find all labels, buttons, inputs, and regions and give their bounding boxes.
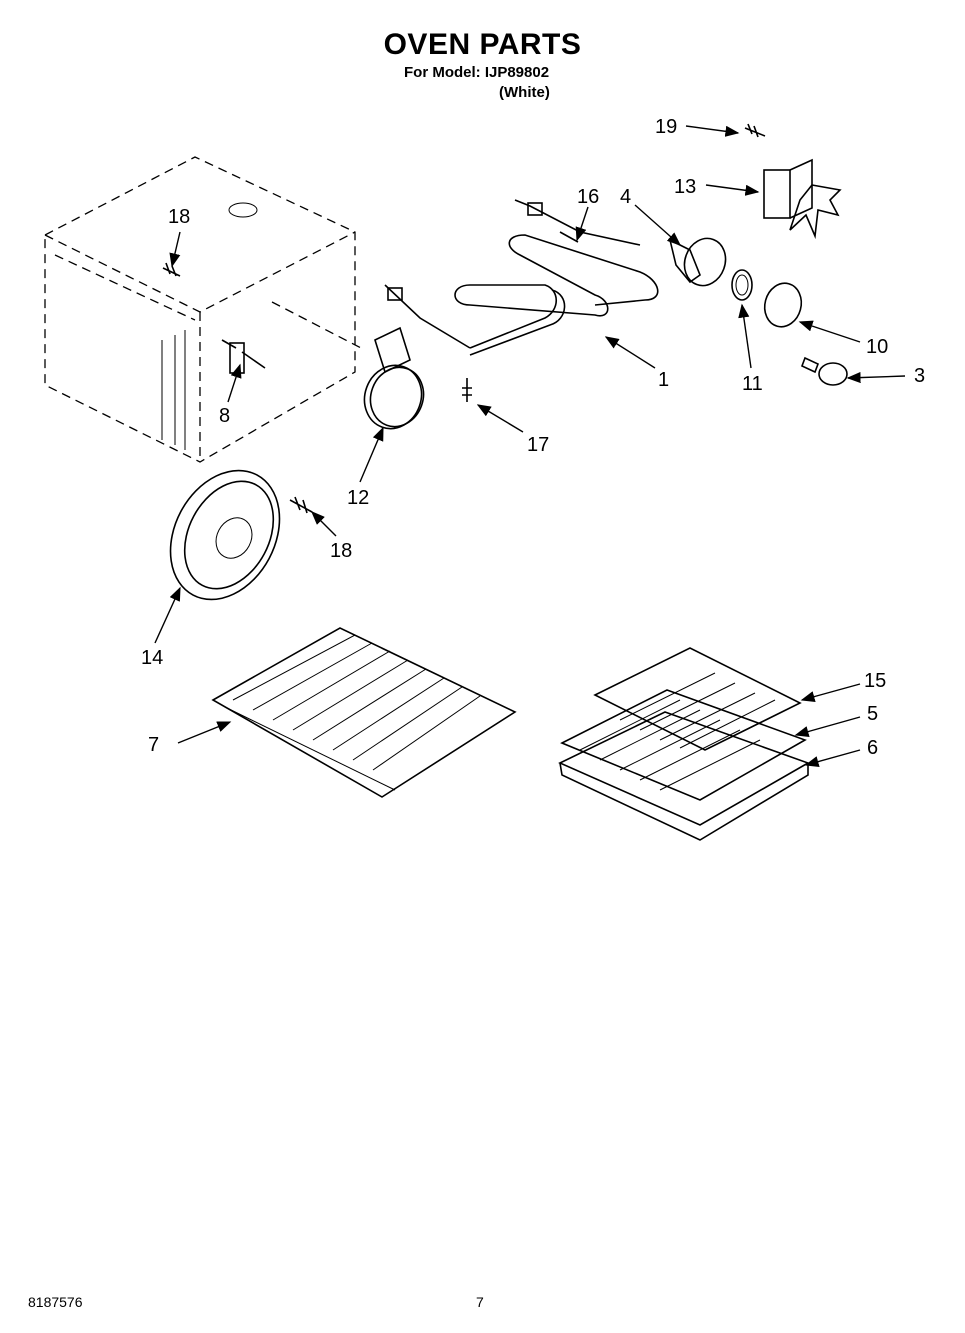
callout-10: 10 — [866, 336, 888, 358]
document-number: 8187576 — [28, 1294, 83, 1310]
callout-5: 5 — [867, 703, 878, 725]
color-line: (White) — [499, 84, 550, 101]
callout-15: 15 — [864, 670, 886, 692]
callout-7: 7 — [148, 734, 159, 756]
part-3-bulb — [800, 356, 848, 386]
part-7-oven-rack — [211, 627, 517, 798]
callout-13: 13 — [674, 176, 696, 198]
part-8-bracket — [221, 339, 266, 374]
part-19-screw — [744, 123, 766, 138]
part-1-bake-element — [384, 234, 659, 356]
callout-1: 1 — [658, 369, 669, 391]
callout-18-lower: 18 — [330, 540, 352, 562]
part-6-broiler-pan — [558, 711, 810, 841]
page-title: OVEN PARTS — [383, 28, 582, 61]
callout-11: 11 — [742, 373, 763, 395]
page-number: 7 — [476, 1294, 484, 1310]
part-17-screw — [462, 378, 472, 402]
part-10-lens — [763, 282, 803, 328]
callout-12: 12 — [347, 487, 369, 509]
part-18-screw-lower — [289, 496, 313, 514]
part-5-pan-insert — [560, 689, 807, 801]
callout-18-top: 18 — [168, 206, 190, 228]
callout-17: 17 — [527, 434, 549, 456]
model-line: For Model: IJP89802 — [404, 64, 550, 81]
part-15-grid — [593, 647, 802, 751]
callout-16: 16 — [577, 186, 599, 208]
callout-14: 14 — [141, 647, 163, 669]
callout-19: 19 — [655, 116, 677, 138]
callout-8: 8 — [219, 405, 230, 427]
callout-4: 4 — [620, 186, 631, 208]
callout-6: 6 — [867, 737, 878, 759]
part-16-sensor — [514, 199, 641, 246]
part-4-lamp-socket — [668, 237, 727, 287]
part-11-gasket — [731, 269, 753, 301]
callout-arrows — [154, 125, 906, 768]
part-18-screw-top — [162, 262, 181, 277]
oven-cavity-outline — [44, 156, 366, 463]
part-14-fan-cover — [169, 469, 281, 601]
callout-3: 3 — [914, 365, 925, 387]
part-13-fan-motor — [763, 158, 842, 240]
part-12-fan-shroud — [363, 326, 425, 430]
